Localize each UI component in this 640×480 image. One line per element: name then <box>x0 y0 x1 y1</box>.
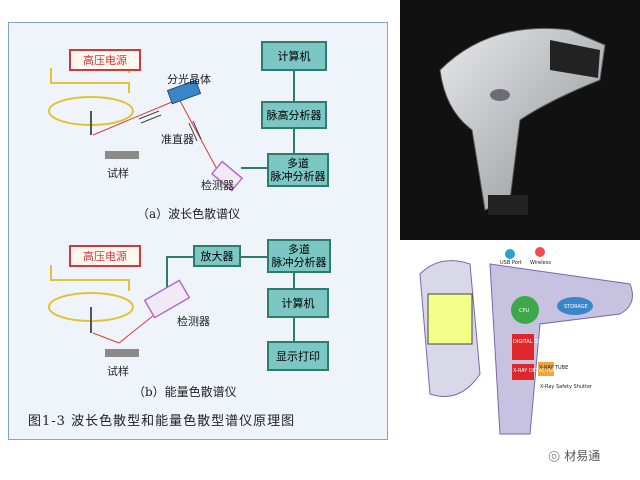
wechat-icon: ◎ <box>548 447 561 464</box>
device-photo <box>400 0 640 240</box>
wds-computer-box: 计算机 <box>261 41 327 71</box>
dsp-label: DIGITAL SIGNAL PROCESSOR <box>513 339 586 345</box>
xray-detector-label: X-RAY DETECTOR <box>513 368 557 374</box>
wds-sample-label: 试样 <box>107 167 129 180</box>
wds-pha-box: 脉高分析器 <box>261 101 327 129</box>
eds-power-supply: 高压电源 <box>69 245 141 267</box>
wireless-label: Wireless <box>530 260 551 266</box>
wds-caption: （a）波长色散谱仪 <box>137 207 241 221</box>
internal-diagram-graphic <box>419 247 633 435</box>
wds-crystal-label: 分光晶体 <box>167 73 211 86</box>
safety-shutter-label: X-Ray Safety Shutter <box>540 384 593 390</box>
eds-caption: （b）能量色散谱仪 <box>133 385 237 399</box>
device-internal-diagram: USB Port Wireless CPU STORAGE DIGITAL SI… <box>400 244 640 480</box>
eds-detector-label: 检测器 <box>177 315 210 328</box>
eds-sample-label: 试样 <box>107 365 129 378</box>
wds-mca-box: 多道 脉冲分析器 <box>267 153 329 187</box>
schematic-lines <box>48 68 295 357</box>
xray-tube-label: X-RAY TUBE <box>539 365 569 371</box>
cpu-label: CPU <box>519 308 530 314</box>
wds-detector-label: 检测器 <box>201 179 234 192</box>
wds-collimator-label: 准直器 <box>161 133 194 146</box>
eds-amplifier-box: 放大器 <box>193 245 241 267</box>
watermark-text: 材易通 <box>564 449 601 463</box>
handheld-xrf-illustration <box>439 27 606 215</box>
eds-printer-box: 显示打印 <box>267 341 329 371</box>
eds-computer-box: 计算机 <box>267 288 329 318</box>
watermark: ◎ 材易通 <box>548 447 600 464</box>
figure-caption: 图1-3 波长色散型和能量色散型谱仪原理图 <box>28 414 296 429</box>
storage-label: STORAGE <box>564 304 588 310</box>
eds-mca-box: 多道 脉冲分析器 <box>267 239 331 273</box>
wds-power-supply: 高压电源 <box>69 49 141 71</box>
usb-port-label: USB Port <box>500 260 522 266</box>
schematic-panel: 高压电源 分光晶体 准直器 试样 检测器 计算机 脉高分析器 多道 脉冲分析器 … <box>8 22 388 440</box>
